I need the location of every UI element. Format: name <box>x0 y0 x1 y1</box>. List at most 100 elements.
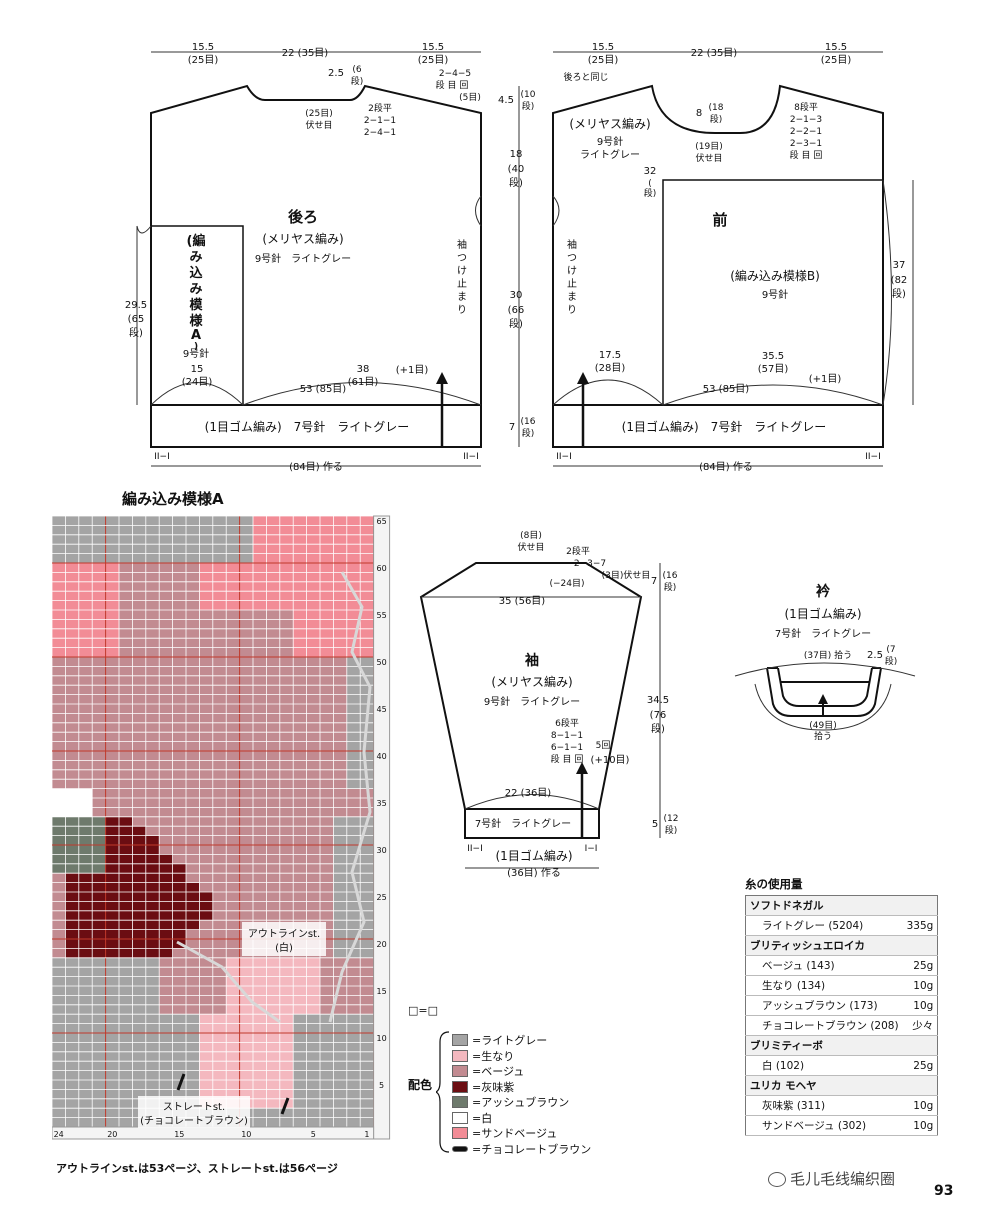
chart-cell <box>226 694 240 704</box>
sleeve-inc-total: (+10目) <box>591 755 630 766</box>
chart-cell <box>186 553 200 563</box>
chart-cell <box>105 581 119 592</box>
back-needle: 9号針 ライトグレー <box>255 252 351 265</box>
chart-cell <box>105 666 119 676</box>
chart-cell <box>119 957 133 968</box>
chart-cell <box>320 704 334 714</box>
chart-cell <box>199 600 213 610</box>
chart-cell <box>306 685 320 695</box>
chart-cell <box>253 581 267 592</box>
chart-cell <box>360 995 374 1005</box>
front-neck-bind-1: (19目) <box>695 141 722 152</box>
back-title: 後ろ <box>287 208 318 226</box>
chart-cell <box>279 619 294 629</box>
chart-cell <box>159 516 173 526</box>
chart-cell <box>65 769 79 780</box>
chart-cell <box>212 986 227 996</box>
watermark-text: 毛儿毛线编织圈 <box>790 1170 896 1188</box>
chart-cell <box>92 826 106 836</box>
chart-cell <box>119 995 133 1005</box>
chart-cell <box>212 779 227 789</box>
chart-cell <box>52 807 66 817</box>
chart-cell <box>145 657 160 667</box>
chart-cell <box>346 713 361 723</box>
chart-cell <box>226 713 240 723</box>
chart-cell <box>333 638 347 648</box>
chart-cell <box>52 657 66 667</box>
chart-cell <box>293 798 307 808</box>
chart-cell <box>360 892 374 902</box>
chart-cell <box>65 1070 79 1080</box>
chart-cell <box>92 722 106 733</box>
chart-cell <box>226 835 240 845</box>
chart-cell <box>226 816 240 827</box>
chart-cell <box>186 610 200 620</box>
chart-cell <box>65 591 79 601</box>
chart-cell <box>266 882 280 892</box>
chart-cell <box>92 628 106 639</box>
chart-cell <box>132 1051 146 1062</box>
chart-cell <box>306 835 320 845</box>
chart-cell <box>279 553 294 563</box>
chart-cell <box>199 628 213 639</box>
chart-cell <box>212 751 227 761</box>
col-label: 1 <box>364 1130 369 1139</box>
chart-cell <box>199 816 213 827</box>
chart-cell <box>186 1004 200 1015</box>
sleeve-needle: 9号針 ライトグレー <box>484 695 580 708</box>
chart-cell <box>105 845 119 855</box>
chart-cell <box>119 628 133 639</box>
sleeve-cap-h-r2: 段) <box>664 581 677 593</box>
chart-cell <box>65 694 79 704</box>
legend-label: =灰味紫 <box>472 1080 515 1094</box>
chart-cell <box>159 638 173 648</box>
chart-cell <box>239 600 253 610</box>
chart-cell <box>212 675 227 686</box>
chart-cell <box>212 685 227 695</box>
chart-cell <box>360 628 374 639</box>
chart-cell <box>253 1070 267 1080</box>
chart-cell <box>78 863 93 874</box>
chart-cell <box>132 563 146 573</box>
chart-cell <box>226 1089 240 1099</box>
chart-cell <box>266 1098 280 1109</box>
chart-cell <box>279 1117 294 1127</box>
chart-cell <box>52 826 66 836</box>
chart-cell <box>92 976 106 986</box>
chart-cell <box>306 741 320 751</box>
chart-cell <box>333 713 347 723</box>
chart-cell <box>333 835 347 845</box>
chart-cell <box>172 591 186 601</box>
chart-cell <box>253 873 267 883</box>
row-label: 65 <box>377 517 387 526</box>
chart-cell <box>78 1108 93 1118</box>
chart-cell <box>78 581 93 592</box>
chart-cell <box>119 1070 133 1080</box>
chart-cell <box>199 901 213 911</box>
chart-cell <box>279 628 294 639</box>
chart-cell <box>92 563 106 573</box>
chart-cell <box>212 845 227 855</box>
chart-cell <box>306 581 320 592</box>
sleeve-cap-h: 7 <box>651 576 657 587</box>
chart-cell <box>279 957 294 968</box>
chart-cell <box>212 901 227 911</box>
chart-cell <box>78 967 93 977</box>
chart-cell <box>279 1051 294 1062</box>
chart-cell <box>159 788 173 798</box>
chart-cell <box>145 845 160 855</box>
chart-cell <box>239 704 253 714</box>
yarn-name: ブリミティーボ <box>745 1035 903 1056</box>
chart-cell <box>132 1042 146 1052</box>
chart-cell <box>145 798 160 808</box>
chart-cell <box>360 939 374 949</box>
chart-cell <box>279 534 294 545</box>
chart-cell <box>52 967 66 977</box>
chart-cell <box>226 845 240 855</box>
chart-cell <box>253 544 267 554</box>
chart-cell <box>226 647 240 657</box>
chart-cell <box>159 920 173 930</box>
chart-cell <box>346 722 361 733</box>
chart-cell <box>293 516 307 526</box>
chart-cell <box>65 760 79 770</box>
